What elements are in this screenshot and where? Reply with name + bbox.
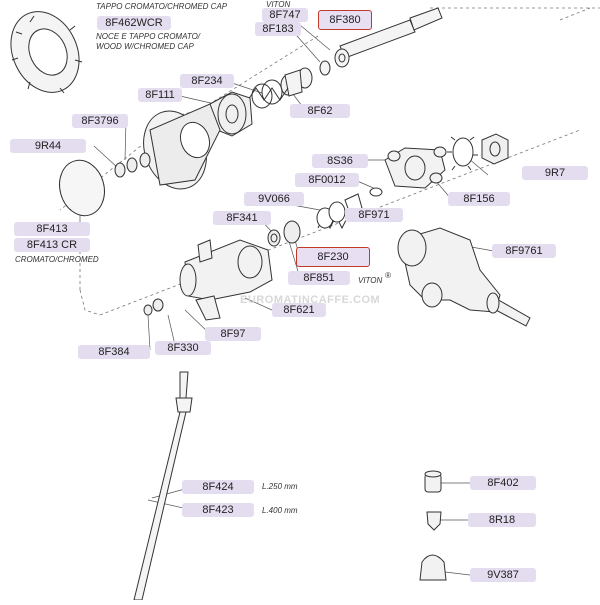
part-label-8F230: 8F230	[296, 247, 370, 267]
part-label-8F234: 8F234	[180, 74, 234, 88]
part-label-8F851: 8F851	[288, 271, 350, 285]
upper-spring	[247, 79, 289, 109]
part-label-9R7: 9R7	[522, 166, 588, 180]
caption-viton: VITON	[358, 276, 383, 285]
caption-noce-tappo: NOCE E TAPPO CROMATO/	[96, 32, 201, 41]
flange-plate	[384, 146, 447, 189]
part-label-8F3796: 8F3796	[72, 114, 128, 128]
caption-wood-cap: WOOD W/CHROMED CAP	[96, 42, 194, 51]
caption-length-250: L.250 mm	[262, 482, 298, 491]
part-label-8F330: 8F330	[155, 341, 211, 355]
part-label-8F9761: 8F9761	[492, 244, 556, 258]
caption-chromed-cap: TAPPO CROMATO/CHROMED CAP	[96, 2, 228, 11]
part-label-8S36: 8S36	[312, 154, 368, 168]
wood-knob	[143, 103, 221, 190]
part-label-8F971: 8F971	[345, 208, 403, 222]
caption-length-400: L.400 mm	[262, 506, 298, 515]
caption-viton-top: VITON	[266, 0, 291, 9]
part-label-8F413-CR: 8F413 CR	[14, 238, 90, 252]
part-label-8F97: 8F97	[205, 327, 261, 341]
part-label-9V387: 9V387	[470, 568, 536, 582]
part-label-8F0012: 8F0012	[295, 173, 359, 187]
part-label-8F156: 8F156	[448, 192, 510, 206]
steam-valve-body	[397, 227, 531, 327]
part-label-8F111: 8F111	[138, 88, 182, 102]
small-nipple	[143, 298, 164, 316]
part-label-8F384: 8F384	[78, 345, 150, 359]
cap-disc	[59, 159, 105, 217]
part-label-8F62: 8F62	[290, 104, 350, 118]
part-label-8F413: 8F413	[14, 222, 90, 236]
part-label-8F424: 8F424	[182, 480, 254, 494]
registered-mark: ®	[385, 271, 391, 280]
upper-valve-stem	[280, 7, 443, 97]
part-label-8F423: 8F423	[182, 503, 254, 517]
wand-tip-8F402	[424, 470, 442, 493]
caption-chromed: CROMATO/CHROMED	[15, 255, 99, 264]
chrome-cap-knob	[10, 11, 83, 94]
wand-tip-8R18	[426, 511, 442, 531]
part-label-9V066: 9V066	[244, 192, 304, 206]
part-label-8F380: 8F380	[318, 10, 372, 30]
part-label-9R44: 9R44	[10, 139, 86, 153]
part-label-8F747: 8F747	[262, 8, 308, 22]
part-label-8F183: 8F183	[255, 22, 301, 36]
small-washers	[114, 152, 151, 178]
part-label-8F621: 8F621	[272, 303, 326, 317]
bonnet-nut	[209, 91, 253, 137]
star-washer	[447, 136, 478, 171]
wand-tip-9V387	[419, 554, 447, 581]
hex-nut	[481, 133, 509, 165]
part-label-8F462WCR: 8F462WCR	[97, 16, 171, 30]
part-label-8F341: 8F341	[213, 211, 271, 225]
part-label-8F402: 8F402	[470, 476, 536, 490]
valve-body	[179, 239, 273, 321]
part-label-8R18: 8R18	[468, 513, 536, 527]
steam-wand	[133, 371, 193, 601]
piston-seal	[267, 220, 301, 247]
o-ring	[369, 187, 383, 197]
